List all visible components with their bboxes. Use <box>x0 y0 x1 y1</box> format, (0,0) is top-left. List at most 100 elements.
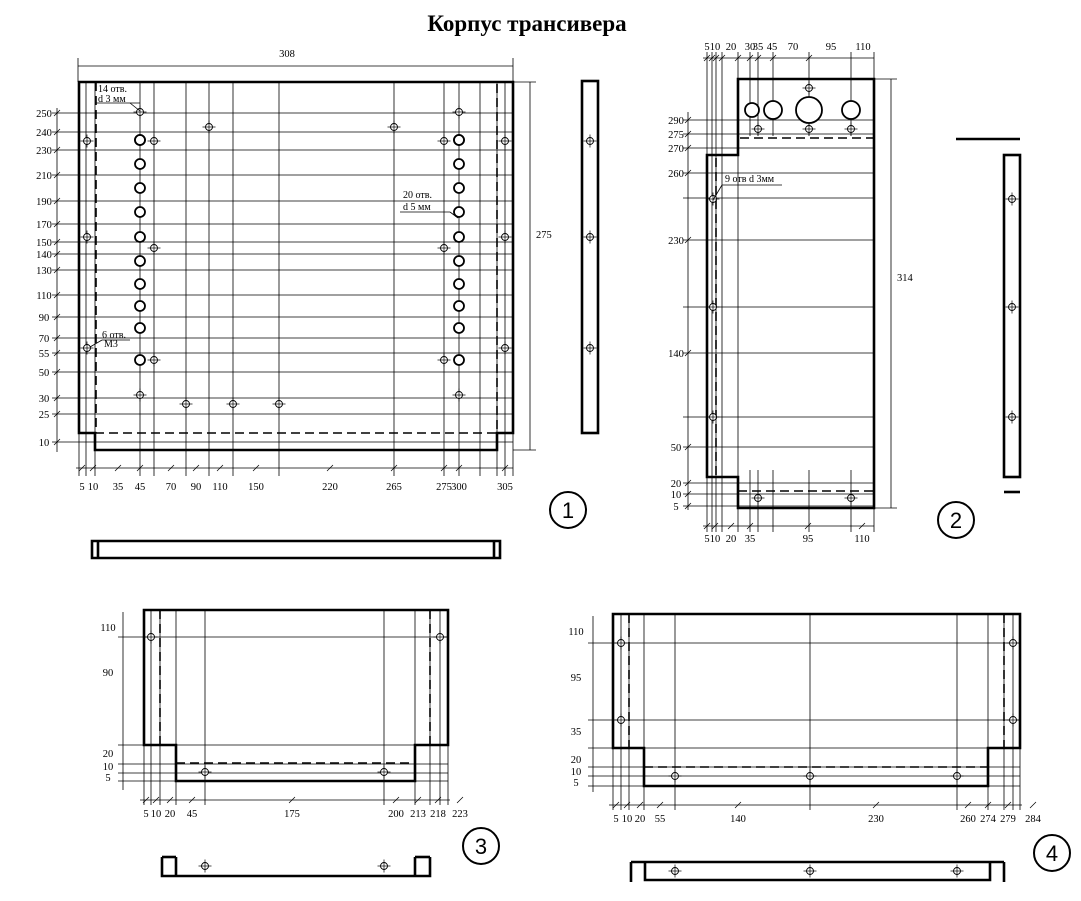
small-hole <box>706 192 720 206</box>
knob-hole <box>744 102 760 118</box>
side-hole <box>583 341 597 355</box>
part4-x-dim-label: 284 <box>1025 814 1042 825</box>
part4-x-dim-label: 20 <box>635 814 646 825</box>
small-hole <box>668 769 682 783</box>
small-hole <box>147 134 161 148</box>
large-hole <box>453 278 465 290</box>
part1-note-d5-size: d 5 мм <box>403 202 431 213</box>
part2-y-dim-label: 20 <box>671 479 682 490</box>
part1-side-view <box>580 79 600 435</box>
part3-y-dim-label: 20 <box>103 749 114 760</box>
small-hole <box>437 241 451 255</box>
part1-x-dim-label: 275 <box>436 482 452 493</box>
small-hole <box>751 122 765 136</box>
part2-top-dim-label: 70 <box>788 42 799 53</box>
side-hole <box>668 864 682 878</box>
part1-width-label: 308 <box>279 49 295 60</box>
small-hole <box>133 105 147 119</box>
part1-x-dim-label: 90 <box>191 482 202 493</box>
part2-side-view <box>956 137 1022 494</box>
part2-bottom-dim-label: 95 <box>803 534 814 545</box>
part4-bottom-view <box>629 860 1006 882</box>
part1-y-dim-label: 55 <box>39 349 50 360</box>
large-hole <box>453 231 465 243</box>
part1-x-dim-label: 220 <box>322 482 338 493</box>
large-hole <box>453 206 465 218</box>
small-hole <box>179 397 193 411</box>
part1-y-dim-label: 30 <box>39 394 50 405</box>
small-hole <box>844 122 858 136</box>
part1-y-dim-label: 190 <box>36 197 52 208</box>
large-hole <box>134 322 146 334</box>
small-hole <box>437 353 451 367</box>
part4-x-dim-label: 5 <box>613 814 618 825</box>
small-hole <box>198 765 212 779</box>
part3-y-dim-label: 5 <box>105 773 110 784</box>
small-hole <box>614 636 628 650</box>
small-hole <box>1006 636 1020 650</box>
part2-top-dim-label: 110 <box>855 42 870 53</box>
large-hole <box>453 322 465 334</box>
part2-y-dim-label: 290 <box>668 116 684 127</box>
part4-y-dim-label: 95 <box>571 673 582 684</box>
part2-y-dim-label: 275 <box>668 130 684 141</box>
knob-hole <box>763 100 783 120</box>
part2-bottom-dim-label: 110 <box>854 534 869 545</box>
small-hole <box>802 81 816 95</box>
part4-x-dim-label: 274 <box>980 814 997 825</box>
part3-x-dim-label: 5 <box>143 809 148 820</box>
small-hole <box>844 491 858 505</box>
part4-x-dim-label: 10 <box>622 814 633 825</box>
part2-y-dim-label: 230 <box>668 236 684 247</box>
part4-y-dim-label: 20 <box>571 755 582 766</box>
part4-y-dim-label: 5 <box>573 778 578 789</box>
large-hole <box>453 182 465 194</box>
part3-number: 3 <box>475 834 487 859</box>
small-hole <box>706 300 720 314</box>
part2-bottom-dim-label: 10 <box>710 534 721 545</box>
part2-y-dim-label: 270 <box>668 144 684 155</box>
part1-x-dim-label: 305 <box>497 482 513 493</box>
part1-number: 1 <box>562 498 574 523</box>
large-hole <box>134 300 146 312</box>
part4-number: 4 <box>1046 841 1058 866</box>
small-hole <box>1006 713 1020 727</box>
small-hole <box>226 397 240 411</box>
part2-y-dim-label: 10 <box>671 490 682 501</box>
small-hole <box>147 241 161 255</box>
part1-y-dim-label: 90 <box>39 313 50 324</box>
part3-x-dim-label: 200 <box>388 809 404 820</box>
part2-top-dim-label: 20 <box>726 42 737 53</box>
part1-x-dim-label: 70 <box>166 482 177 493</box>
part2-note: 9 отв d 3мм <box>725 174 775 185</box>
small-hole <box>433 630 447 644</box>
part4-x-dim-label: 230 <box>868 814 884 825</box>
part3-y-dim-label: 90 <box>103 668 114 679</box>
small-hole <box>452 388 466 402</box>
part1-x-dim-label: 45 <box>135 482 146 493</box>
part3-x-dim-label: 213 <box>410 809 426 820</box>
side-hole <box>583 134 597 148</box>
part1-y-dim-label: 110 <box>36 291 51 302</box>
part1-note-m3-size: М3 <box>104 339 118 350</box>
part1-y-dim-label: 70 <box>39 334 50 345</box>
part2-height-label: 314 <box>897 273 914 284</box>
large-hole <box>134 182 146 194</box>
part3-x-dim-label: 10 <box>151 809 162 820</box>
small-hole <box>133 388 147 402</box>
part4-x-dim-label: 55 <box>655 814 666 825</box>
side-hole <box>950 864 964 878</box>
part1-y-dim-label: 50 <box>39 368 50 379</box>
part1-y-dim-label: 210 <box>36 171 52 182</box>
part3-x-dim-label: 175 <box>284 809 300 820</box>
part1-y-dim-label: 240 <box>36 128 52 139</box>
part4-y-dim-label: 110 <box>568 627 583 638</box>
small-hole <box>80 230 94 244</box>
part3-x-dim-label: 45 <box>187 809 198 820</box>
part3-x-dim-label: 218 <box>430 809 446 820</box>
part3-x-dim-label: 223 <box>452 809 468 820</box>
part2-number: 2 <box>950 508 962 533</box>
small-hole <box>387 120 401 134</box>
